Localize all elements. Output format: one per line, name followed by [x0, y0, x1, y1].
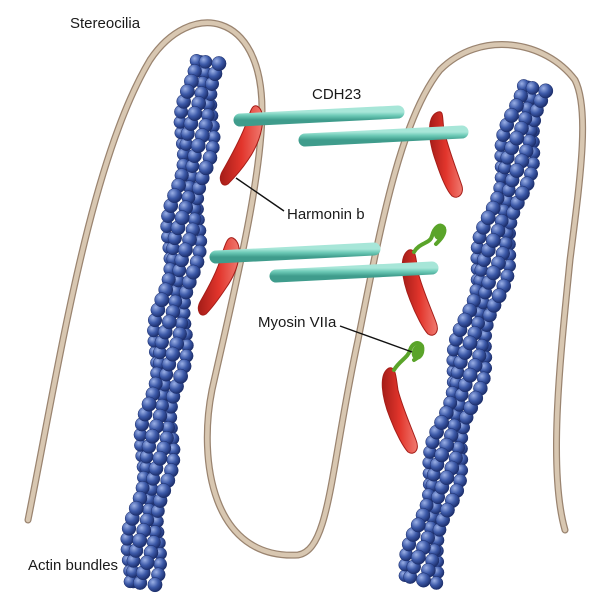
cdh23-lower-a	[209, 242, 381, 264]
actin-bead	[434, 415, 450, 430]
actin-bead	[538, 83, 554, 99]
label-harmonin-b: Harmonin b	[287, 206, 365, 223]
actin-bead	[190, 138, 206, 154]
actin-bead	[514, 185, 530, 201]
actin-bead	[198, 160, 214, 176]
actin-bead	[185, 264, 201, 280]
actin-bundle-right	[398, 79, 554, 590]
harmonin-b-lower-right-lower	[381, 367, 418, 454]
myosin-viia-proteins	[392, 223, 447, 372]
cdh23-upper-b	[298, 125, 469, 147]
actin-bead	[165, 346, 181, 362]
actin-bead	[434, 447, 450, 463]
actin-bead	[429, 576, 444, 590]
actin-bead	[179, 83, 195, 99]
actin-bead	[156, 483, 172, 499]
cdh23-upper-a	[233, 105, 405, 127]
actin-bead	[525, 81, 540, 95]
label-actin-bundles: Actin bundles	[28, 557, 118, 574]
actin-bead	[439, 470, 455, 486]
myosin-leader-line	[339, 325, 413, 353]
actin-bead	[480, 210, 496, 226]
actin-bead	[161, 314, 177, 330]
actin-bead	[173, 368, 189, 384]
actin-bead	[132, 533, 148, 548]
actin-bead	[462, 335, 478, 351]
label-myosin-viia: Myosin VIIa	[258, 314, 337, 331]
actin-bead	[144, 428, 160, 444]
label-cdh23: CDH23	[312, 86, 361, 103]
stereocilia-membrane	[24, 19, 587, 559]
actin-bead	[491, 288, 507, 304]
actin-bead	[485, 233, 501, 248]
actin-bead	[198, 55, 213, 69]
actin-bead	[211, 56, 227, 72]
actin-bead	[457, 312, 473, 328]
actin-bead	[128, 500, 144, 516]
cdh23-proteins	[209, 105, 469, 283]
cdh23-lower-b	[269, 261, 439, 283]
actin-bundle-left	[120, 54, 227, 593]
label-stereocilia: Stereocilia	[70, 15, 141, 32]
myosin-viia-lower-head	[411, 344, 425, 360]
actin-bead	[139, 555, 155, 571]
actin-bead	[410, 517, 426, 533]
actin-bead	[439, 502, 455, 518]
actin-bead	[167, 188, 183, 204]
actin-bead	[174, 210, 190, 226]
actin-bead	[410, 549, 426, 565]
harmonin-leader-line	[235, 177, 285, 212]
actin-bead	[152, 450, 168, 466]
actin-bead	[504, 107, 519, 123]
actin-bead	[462, 367, 478, 383]
actin-bead	[509, 163, 525, 178]
actin-bead	[147, 577, 163, 593]
myosin-viia-upper-head	[433, 224, 447, 240]
harmonin-b-upper-right	[429, 111, 463, 198]
actin-bead	[416, 572, 431, 588]
actin-bead	[468, 390, 484, 406]
actin-bead	[141, 396, 157, 412]
actin-bead	[154, 292, 170, 308]
actin-bead	[187, 106, 203, 121]
actin-bead	[177, 242, 193, 258]
actin-bead	[485, 265, 501, 281]
actin-bead	[509, 130, 525, 146]
